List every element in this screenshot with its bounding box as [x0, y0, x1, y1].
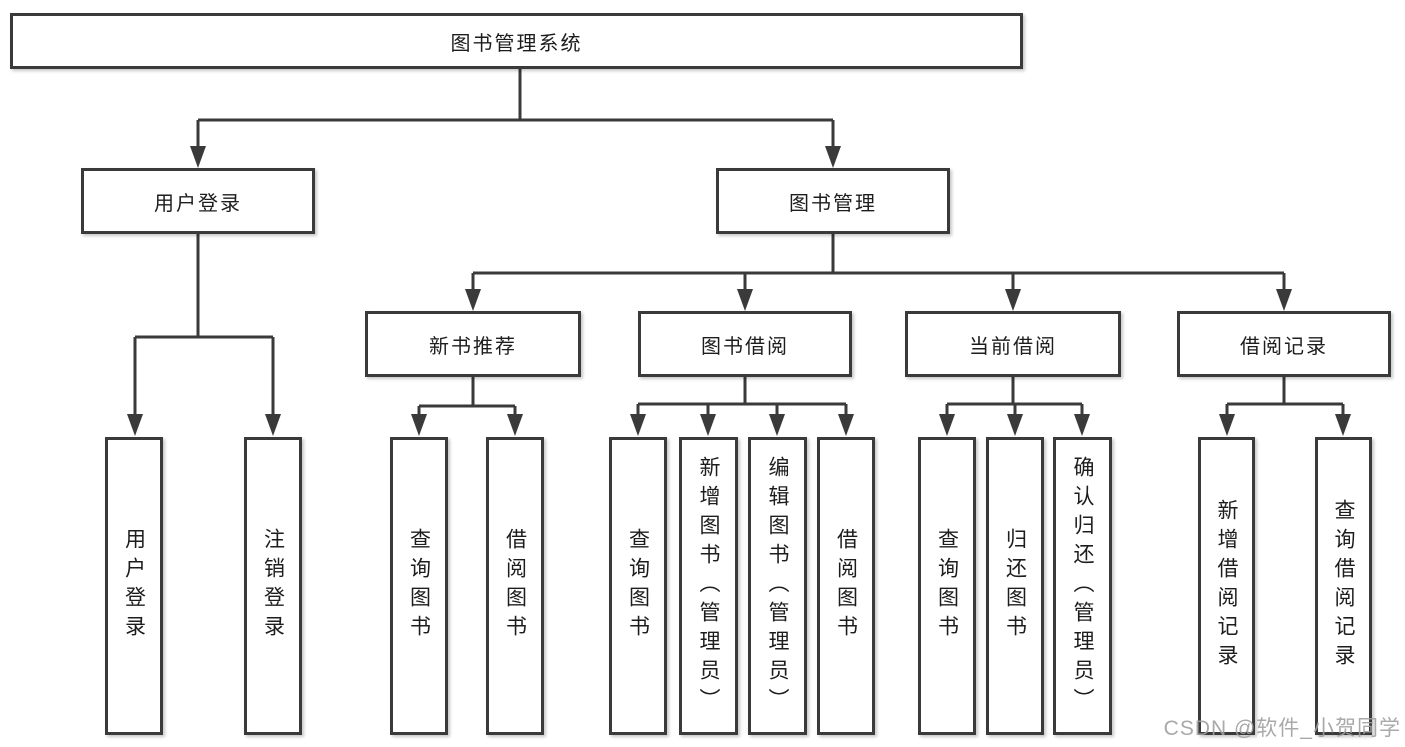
leaf-current-confirm-return-admin: 确认归还（管理员）	[1053, 437, 1112, 735]
leaf-borrow-query-books-label: 查询图书	[626, 528, 650, 644]
leaf-newbook-query-books-label: 查询图书	[407, 528, 431, 644]
leaf-logout-label: 注销登录	[261, 528, 285, 644]
leaf-current-query-books: 查询图书	[918, 437, 976, 735]
leaf-records-query-record: 查询借阅记录	[1315, 437, 1372, 735]
leaf-user-login: 用户登录	[105, 437, 163, 735]
node-book-borrow: 图书借阅	[638, 311, 852, 377]
connector-root-to-level2	[196, 68, 835, 148]
leaf-borrow-edit-books-admin: 编辑图书（管理员）	[748, 437, 807, 735]
connector-newbook-to-leaves	[417, 377, 517, 415]
leaf-current-return-books: 归还图书	[986, 437, 1044, 735]
leaf-records-query-record-label: 查询借阅记录	[1332, 499, 1355, 673]
leaf-borrow-query-books: 查询图书	[609, 437, 667, 735]
arrowheads	[127, 146, 1351, 436]
connector-bookmgmt-to-level3	[471, 234, 1286, 290]
node-book-borrow-label: 图书借阅	[701, 335, 789, 358]
node-current-borrow-label: 当前借阅	[969, 335, 1057, 358]
node-user-login-group: 用户登录	[81, 168, 315, 234]
node-book-management: 图书管理	[716, 168, 950, 234]
leaf-borrow-borrow-books: 借阅图书	[817, 437, 875, 735]
leaf-newbook-query-books: 查询图书	[390, 437, 448, 735]
node-library-system: 图书管理系统	[10, 13, 1023, 69]
csdn-watermark: CSDN @软件_小贺同学	[1163, 717, 1401, 740]
leaf-newbook-borrow-books-label: 借阅图书	[503, 528, 527, 644]
leaf-borrow-add-books-admin-label: 新增图书（管理员）	[697, 455, 720, 717]
node-borrow-records-label: 借阅记录	[1240, 335, 1328, 358]
connector-currentborrow-to-leaves	[945, 377, 1084, 415]
leaf-borrow-borrow-books-label: 借阅图书	[834, 528, 858, 644]
leaf-logout: 注销登录	[244, 437, 302, 735]
node-user-login-group-label: 用户登录	[154, 192, 242, 215]
leaf-current-confirm-return-admin-label: 确认归还（管理员）	[1071, 455, 1094, 717]
node-current-borrow: 当前借阅	[905, 311, 1121, 377]
node-borrow-records: 借阅记录	[1177, 311, 1391, 377]
leaf-borrow-add-books-admin: 新增图书（管理员）	[679, 437, 738, 735]
connector-records-to-leaves	[1225, 377, 1345, 415]
node-new-book-recommend-label: 新书推荐	[429, 335, 517, 358]
leaf-current-return-books-label: 归还图书	[1003, 528, 1027, 644]
connector-bookborrow-to-leaves	[636, 377, 848, 415]
leaf-user-login-label: 用户登录	[122, 528, 146, 644]
node-new-book-recommend: 新书推荐	[365, 311, 581, 377]
leaf-records-add-record: 新增借阅记录	[1198, 437, 1255, 735]
leaf-newbook-borrow-books: 借阅图书	[486, 437, 544, 735]
node-book-management-label: 图书管理	[789, 192, 877, 215]
leaf-records-add-record-label: 新增借阅记录	[1215, 499, 1238, 673]
connector-userlogin-to-leaves	[133, 234, 275, 415]
node-library-system-label: 图书管理系统	[450, 32, 583, 55]
leaf-current-query-books-label: 查询图书	[935, 528, 959, 644]
leaf-borrow-edit-books-admin-label: 编辑图书（管理员）	[766, 455, 789, 717]
